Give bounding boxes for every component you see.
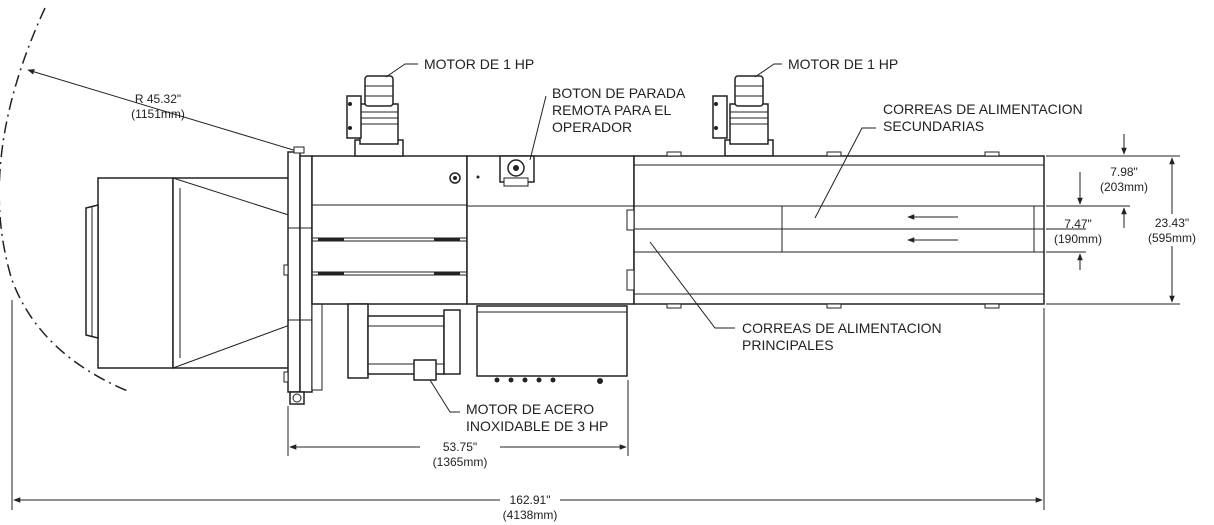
- control-box: [466, 155, 635, 305]
- dim-total-length-in: 162.91": [510, 493, 551, 507]
- feed-conveyor: [626, 151, 1045, 309]
- dim-body-length-mm: (1365mm): [433, 455, 488, 469]
- label-stop-button-3: OPERADOR: [552, 119, 632, 135]
- swing-radius-arc: [0, 7, 131, 393]
- dim-total-width-in: 23.43": [1155, 216, 1189, 230]
- dim-body-length-in: 53.75": [443, 440, 477, 454]
- dimension-belt-offset: 7.98" (203mm): [1046, 134, 1148, 228]
- label-motor-1hp-left: MOTOR DE 1 HP: [424, 56, 534, 72]
- label-main-belts-1: CORREAS DE ALIMENTACION: [742, 320, 942, 336]
- electrical-box: [476, 305, 628, 384]
- radius-leader-line: [27, 69, 301, 153]
- radius-dimension-mm: (1151mm): [131, 107, 185, 121]
- dimension-belt-width: 7.47" (190mm): [1046, 172, 1102, 270]
- dim-total-length-mm: (4138mm): [503, 508, 558, 522]
- label-motor-3hp-1: MOTOR DE ACERO: [466, 401, 594, 417]
- dimension-total-length: 162.91" (4138mm): [11, 300, 1045, 522]
- radius-dimension-in: R 45.32": [135, 92, 181, 106]
- label-main-belts-2: PRINCIPALES: [742, 337, 834, 353]
- label-motor-1hp-right: MOTOR DE 1 HP: [788, 56, 898, 72]
- dim-belt-offset-in: 7.98": [1110, 165, 1138, 179]
- dim-belt-offset-mm: (203mm): [1100, 180, 1148, 194]
- label-stop-button-1: BOTON DE PARADA: [552, 85, 686, 101]
- hopper: [85, 177, 299, 369]
- label-secondary-belts-2: SECUNDARIAS: [883, 118, 984, 134]
- dim-belt-width-in: 7.47": [1064, 217, 1092, 231]
- motor-1hp-left: [346, 75, 404, 157]
- left-body-housing: [311, 155, 468, 305]
- label-motor-3hp-2: INOXIDABLE DE 3 HP: [466, 418, 608, 434]
- dimension-total-width: 23.43" (595mm): [1046, 155, 1196, 305]
- label-secondary-belts-1: CORREAS DE ALIMENTACION: [883, 101, 1083, 117]
- label-stop-button-2: REMOTA PARA EL: [552, 102, 672, 118]
- dim-total-width-mm: (595mm): [1148, 231, 1196, 245]
- motor-1hp-right: [712, 75, 774, 157]
- dimension-body-length: 53.75" (1365mm): [287, 380, 629, 469]
- dim-belt-width-mm: (190mm): [1054, 232, 1102, 246]
- motor-3hp: [347, 303, 461, 381]
